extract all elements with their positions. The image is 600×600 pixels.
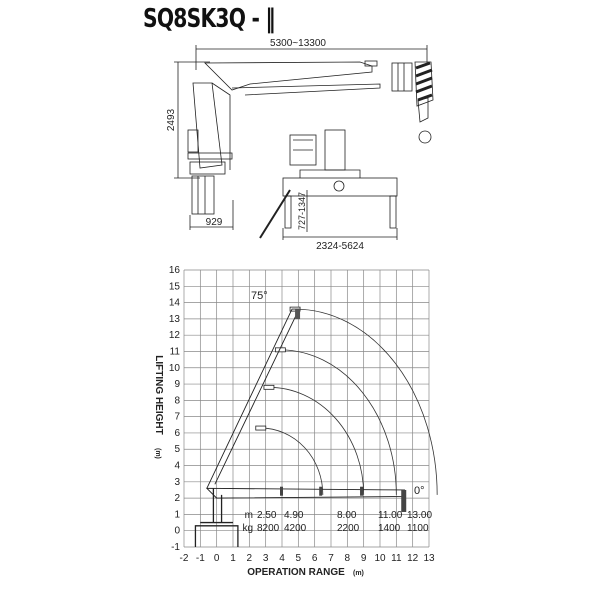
max-angle-label: 75° — [251, 290, 268, 302]
y-tick-label: 12 — [169, 330, 181, 341]
reach-arc — [295, 308, 438, 495]
x-tick-label: 13 — [423, 553, 435, 564]
x-tick-label: 3 — [263, 553, 269, 564]
x-axis-label: OPERATION RANGE — [247, 567, 345, 578]
boom-section-joint — [360, 486, 364, 496]
boom-length-label: 5300~13300 — [270, 38, 326, 49]
boom-section-joint — [289, 306, 301, 312]
load-table-distance: 2.50 — [257, 510, 277, 521]
load-table-load: 4200 — [284, 523, 307, 534]
y-tick-label: 0 — [174, 526, 180, 537]
reach-arc — [260, 427, 324, 495]
y-tick-label: 14 — [169, 298, 181, 309]
crane-base — [194, 488, 239, 547]
x-tick-label: 9 — [361, 553, 367, 564]
outrigger-rear-view — [259, 129, 398, 239]
load-table-distance: 13.00 — [407, 510, 432, 521]
x-tick-label: 0 — [214, 553, 220, 564]
min-angle-label: 0° — [414, 485, 425, 497]
load-table-load: 1100 — [407, 523, 429, 534]
crane-boom — [204, 60, 413, 96]
x-tick-label: 7 — [328, 553, 334, 564]
y-tick-label: 4 — [174, 461, 180, 472]
reach-arc — [268, 386, 365, 495]
y-tick-label: 8 — [174, 395, 180, 406]
outrigger-height-label: 727-1347 — [297, 192, 307, 230]
base-width-label: 929 — [206, 217, 223, 228]
x-tick-label: -1 — [196, 553, 205, 564]
x-tick-label: 2 — [247, 553, 253, 564]
x-tick-label: 5 — [296, 553, 302, 564]
boom-raised-75deg — [206, 308, 300, 489]
y-tick-label: 9 — [174, 379, 180, 390]
y-tick-label: 1 — [174, 509, 180, 520]
boom-section-joint — [263, 384, 275, 390]
y-axis-unit: (m) — [154, 448, 161, 459]
y-tick-label: 15 — [169, 281, 181, 292]
load-table-load: 2200 — [337, 523, 360, 534]
hook-horizontal — [401, 489, 407, 512]
y-tick-label: 16 — [169, 265, 181, 276]
load-table-load: 8200 — [257, 523, 280, 534]
x-tick-label: 6 — [312, 553, 318, 564]
model-title: SQ8SK3Q - ‖ — [143, 4, 276, 34]
load-table-distance: 8.00 — [337, 510, 357, 521]
crane-dimension-drawing: 5300~13300 2493 929 727-1347 2324-5624 — [166, 38, 434, 252]
x-tick-label: 10 — [374, 553, 386, 564]
crane-column — [187, 82, 233, 215]
reach-arc — [280, 349, 397, 495]
y-tick-label: 6 — [174, 428, 180, 439]
x-tick-label: 1 — [230, 553, 236, 564]
height-label: 2493 — [166, 108, 177, 131]
x-tick-label: 12 — [407, 553, 419, 564]
boom-horizontal-0deg — [205, 487, 405, 499]
boom-section-joint — [255, 425, 267, 431]
boom-section-joint — [274, 347, 286, 353]
y-tick-label: 5 — [174, 444, 180, 455]
y-tick-label: 11 — [170, 346, 181, 357]
distance-unit-label: m — [245, 510, 253, 521]
boom-section-joint — [280, 486, 283, 496]
outrigger-span-label: 2324-5624 — [316, 241, 364, 252]
y-tick-label: 10 — [169, 363, 181, 374]
x-tick-label: 11 — [391, 553, 402, 564]
x-tick-label: -2 — [180, 553, 189, 564]
chart-grid — [183, 269, 430, 548]
x-tick-label: 4 — [279, 553, 285, 564]
x-tick-label: 8 — [345, 553, 351, 564]
load-table-load: 1400 — [378, 523, 401, 534]
load-table-distance: 4.90 — [284, 510, 304, 521]
hook-block — [414, 61, 434, 144]
x-axis-unit: (m) — [353, 570, 364, 577]
y-tick-label: 2 — [174, 493, 180, 504]
hook-raised — [295, 309, 301, 320]
boom-section-joint — [319, 486, 323, 496]
y-tick-label: -1 — [171, 542, 180, 553]
load-unit-label: kg — [242, 523, 253, 534]
y-tick-label: 13 — [169, 314, 181, 325]
y-axis-label: LIFTING HEIGHT — [153, 355, 164, 434]
load-table-distance: 11.00 — [378, 510, 403, 521]
y-tick-label: 3 — [174, 477, 180, 488]
y-tick-label: 7 — [174, 412, 180, 423]
